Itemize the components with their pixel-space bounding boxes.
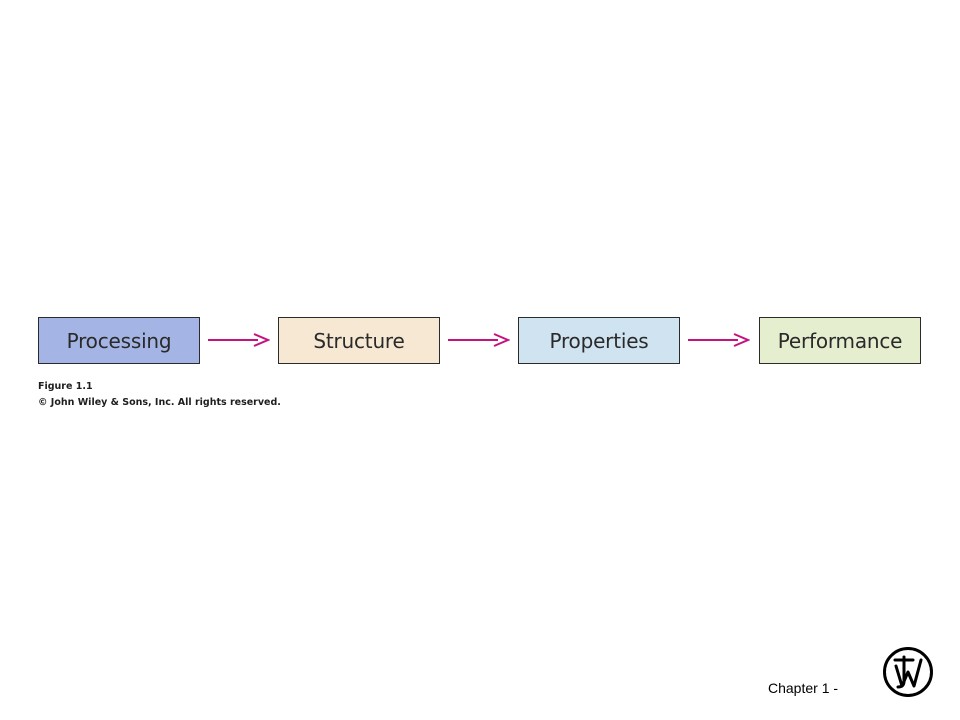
arrow-processing-to-structure <box>208 333 270 347</box>
copyright-caption: © John Wiley & Sons, Inc. All rights res… <box>38 397 281 408</box>
properties-label: Properties <box>549 328 649 353</box>
processing-label: Processing <box>66 328 172 353</box>
performance-label: Performance <box>777 328 903 353</box>
structure-box: Structure <box>278 317 440 364</box>
chapter-footer-label: Chapter 1 - <box>768 680 839 696</box>
arrow-properties-to-performance <box>688 333 750 347</box>
figure-caption: Figure 1.1 <box>38 381 93 392</box>
performance-box: Performance <box>759 317 921 364</box>
processing-box: Processing <box>38 317 200 364</box>
arrow-structure-to-properties <box>448 333 510 347</box>
properties-box: Properties <box>518 317 680 364</box>
structure-label: Structure <box>313 328 405 353</box>
wiley-logo-icon <box>883 647 933 697</box>
